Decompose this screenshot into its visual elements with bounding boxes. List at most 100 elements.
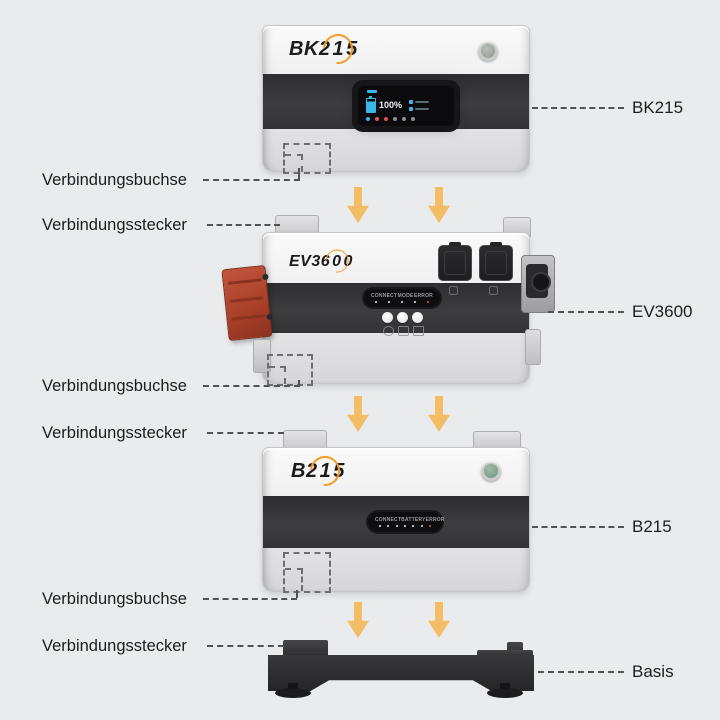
indicator-dot xyxy=(387,525,390,527)
leader-line xyxy=(203,179,300,181)
logo-orange-swoosh-icon: 0 xyxy=(332,253,342,270)
connection-socket-outline xyxy=(283,552,331,593)
side-connector-port xyxy=(521,255,555,313)
label-b215: B215 xyxy=(632,517,672,536)
panel-button xyxy=(412,312,423,323)
panel-button xyxy=(397,312,408,323)
panel-label-error: ERROR xyxy=(413,293,433,299)
label-ev3600: EV3600 xyxy=(632,302,693,321)
leader-line xyxy=(203,598,297,600)
leader-line xyxy=(207,432,284,434)
display-status-icons xyxy=(366,117,415,121)
adjustable-foot xyxy=(487,688,523,698)
label-bk215: BK215 xyxy=(632,98,684,117)
indicator-dots xyxy=(375,525,435,527)
shield-icon xyxy=(413,326,424,336)
leader-line xyxy=(296,590,298,598)
label-verbindungsstecker-1: Verbindungsstecker xyxy=(42,216,187,234)
ac-output-socket xyxy=(479,245,513,281)
leader-line xyxy=(298,168,300,179)
label-basis: Basis xyxy=(632,662,674,681)
logo-orange-swoosh-icon: 1 xyxy=(332,38,345,60)
label-verbindungsbuchse-1: Verbindungsbuchse xyxy=(42,171,187,189)
indicator-dot-error xyxy=(428,525,431,527)
leader-line xyxy=(298,380,300,385)
battery-status-panel: CONNECT BATTERY ERROR xyxy=(368,512,444,532)
mode-icon xyxy=(383,326,394,336)
display-stats xyxy=(409,99,430,111)
connection-socket-outline xyxy=(283,143,331,174)
status-dot-gray xyxy=(393,117,397,121)
down-arrow-icon xyxy=(428,187,450,223)
display-status-bar xyxy=(367,90,377,93)
indicator-dot xyxy=(388,301,390,303)
wifi-icon xyxy=(402,117,406,121)
signal-icon xyxy=(411,117,415,121)
base-step xyxy=(477,650,533,657)
panel-label-connect: CONNECT xyxy=(371,293,398,299)
down-arrow-icon xyxy=(428,396,450,432)
indicator-dot xyxy=(414,301,416,303)
power-button-icon xyxy=(481,461,501,481)
label-verbindungsstecker-2: Verbindungsstecker xyxy=(42,424,187,442)
indicator-dots xyxy=(371,301,433,303)
battery-soc-value: 100% xyxy=(379,100,403,110)
cee-connector-red xyxy=(221,264,273,342)
indicator-dot-error xyxy=(427,301,429,303)
indicator-dot xyxy=(420,525,423,527)
indicator-dot xyxy=(375,301,377,303)
connection-socket-outline xyxy=(267,354,313,386)
base-body xyxy=(268,655,534,691)
side-handle-tab xyxy=(525,329,541,365)
indicator-dot xyxy=(403,525,406,527)
base-stand xyxy=(268,640,534,704)
logo-orange-swoosh-icon: 1 xyxy=(319,460,332,482)
socket-screw-icon xyxy=(449,286,458,295)
control-panel-labels: CONNECT MODE ERROR xyxy=(371,293,433,299)
panel-label-error: ERROR xyxy=(425,517,445,523)
stat-row xyxy=(409,99,430,104)
leader-line xyxy=(532,526,624,528)
label-verbindungsbuchse-3: Verbindungsbuchse xyxy=(42,590,187,608)
panel-button xyxy=(382,312,393,323)
leader-line xyxy=(207,645,284,647)
socket-screw-icon xyxy=(489,286,498,295)
control-panel: CONNECT MODE ERROR xyxy=(364,289,440,307)
leader-line xyxy=(207,224,280,226)
power-button-icon xyxy=(478,41,498,61)
status-dot-red xyxy=(375,117,379,121)
leader-line xyxy=(532,107,624,109)
side-handle-tab xyxy=(253,339,271,373)
indicator-dot xyxy=(401,301,403,303)
indicator-dot xyxy=(395,525,398,527)
down-arrow-icon xyxy=(428,602,450,638)
down-arrow-icon xyxy=(347,187,369,223)
ac-output-socket xyxy=(438,245,472,281)
leader-line xyxy=(203,385,300,387)
down-arrow-icon xyxy=(347,602,369,638)
leader-line xyxy=(548,311,624,313)
panel-label-battery: BATTERY xyxy=(401,517,426,523)
label-verbindungsbuchse-2: Verbindungsbuchse xyxy=(42,377,187,395)
stat-row xyxy=(409,106,430,111)
indicator-dot xyxy=(412,525,415,527)
display-screen: 100% xyxy=(358,86,454,126)
battery-panel-labels: CONNECT BATTERY ERROR xyxy=(375,517,444,523)
label-verbindungsstecker-3: Verbindungsstecker xyxy=(42,637,187,655)
panel-label-connect: CONNECT xyxy=(375,517,402,523)
adjustable-foot xyxy=(275,688,311,698)
battery-icon xyxy=(366,95,376,113)
cloud-icon xyxy=(398,326,409,336)
down-arrow-icon xyxy=(347,396,369,432)
ev3600-logo-text: EV36 xyxy=(289,253,331,270)
panel-label-mode: MODE xyxy=(397,293,414,299)
status-dot-blue xyxy=(366,117,370,121)
bk215-logo-text: BK2 xyxy=(289,38,331,60)
